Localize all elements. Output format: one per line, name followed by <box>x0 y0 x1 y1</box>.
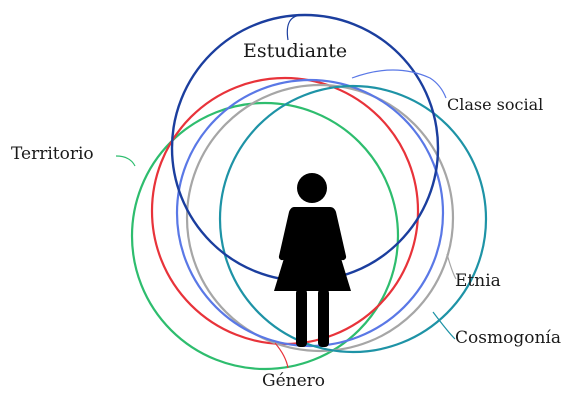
genero-label: Género <box>262 371 326 391</box>
cosmogonia-circle <box>218 84 488 354</box>
territorio-leader-line <box>115 155 136 167</box>
genero-leader-line <box>274 342 289 369</box>
etnia-circle <box>185 83 455 353</box>
territorio-circle <box>130 101 400 371</box>
estudiante-leader-line <box>286 14 304 41</box>
territorio-label: Territorio <box>11 144 94 164</box>
cosmogonia-leader-line <box>432 311 456 340</box>
clase-social-label: Clase social <box>447 95 544 114</box>
woman-figure-icon <box>274 173 351 347</box>
etnia-label: Etnia <box>455 271 501 291</box>
clase-social-leader-line <box>351 69 447 99</box>
cosmogonia-label: Cosmogonía <box>455 328 561 348</box>
etnia-leader-line <box>446 253 457 280</box>
estudiante-label: Estudiante <box>243 40 348 62</box>
